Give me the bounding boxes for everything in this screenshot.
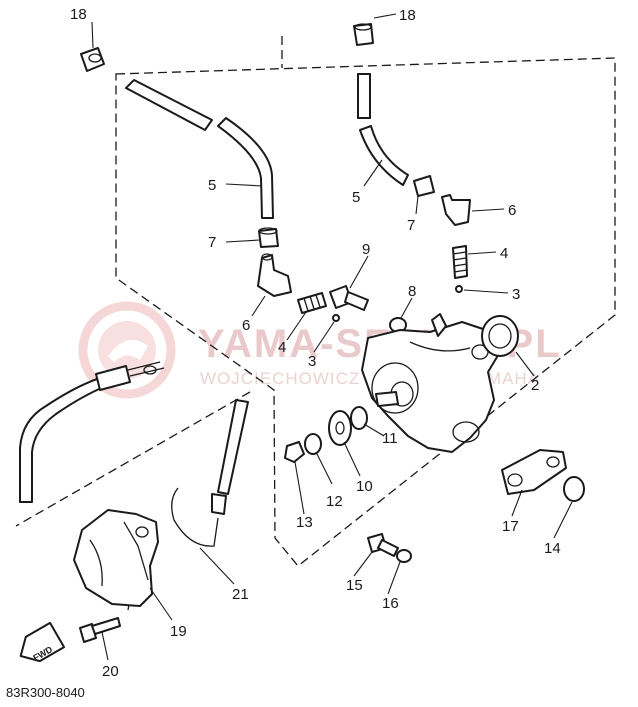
label-3-left: 3 [308,353,316,370]
label-4-left: 4 [278,339,286,356]
label-5-right: 5 [352,189,360,206]
leader-lines [91,13,573,661]
clamp-right [413,175,435,197]
oil-seal-2 [481,315,519,357]
o-ring-14 [563,476,585,502]
label-16: 16 [382,595,399,612]
label-9: 9 [362,241,370,258]
part-labels: 18 18 5 5 7 7 6 4 3 6 4 3 9 8 2 11 10 12… [6,6,561,700]
label-21: 21 [232,586,249,603]
check-ball-right [455,285,463,293]
hose-right [357,73,409,186]
gear-10 [328,410,352,446]
label-2: 2 [531,377,539,394]
label-20: 20 [102,663,119,680]
cable-21 [171,399,249,547]
bolt-9 [329,285,369,311]
collar-right [353,23,374,46]
collar-left [80,47,105,72]
bolt-15 [367,533,399,557]
pump-cover-19 [73,509,159,607]
label-7-left: 7 [208,234,216,251]
label-6-left: 6 [242,317,250,334]
cable-assembly [19,361,165,503]
check-ball-left [332,314,340,322]
nut-13 [284,441,305,463]
elbow-fitting-left [257,253,292,297]
label-15: 15 [346,577,363,594]
clamp-left [258,227,279,248]
label-18-right: 18 [399,7,416,24]
washer-12 [304,433,322,455]
screw-20 [79,617,121,643]
oil-pump-body [361,313,501,453]
label-8: 8 [408,283,416,300]
gasket-17 [501,449,567,495]
label-11: 11 [382,430,398,447]
diagram-code: 83R300-8040 [6,685,85,700]
label-13: 13 [296,514,313,531]
label-17: 17 [502,518,519,535]
washer-16 [396,549,412,563]
label-6-right: 6 [508,202,516,219]
label-3-right: 3 [512,286,520,303]
label-19: 19 [170,623,187,640]
label-5-left: 5 [208,177,216,194]
label-14: 14 [544,540,561,557]
label-18-left: 18 [70,6,87,23]
elbow-fitting-right [441,194,471,226]
hose-left [125,79,274,219]
label-12: 12 [326,493,343,510]
label-7-right: 7 [407,217,415,234]
fwd-arrow-icon: FWD [19,621,66,663]
spring-right [452,245,468,279]
label-10: 10 [356,478,373,495]
washer-11 [350,406,368,430]
watermark-logo-icon [78,301,176,399]
spring-left [297,292,327,314]
label-4-right: 4 [500,245,508,262]
